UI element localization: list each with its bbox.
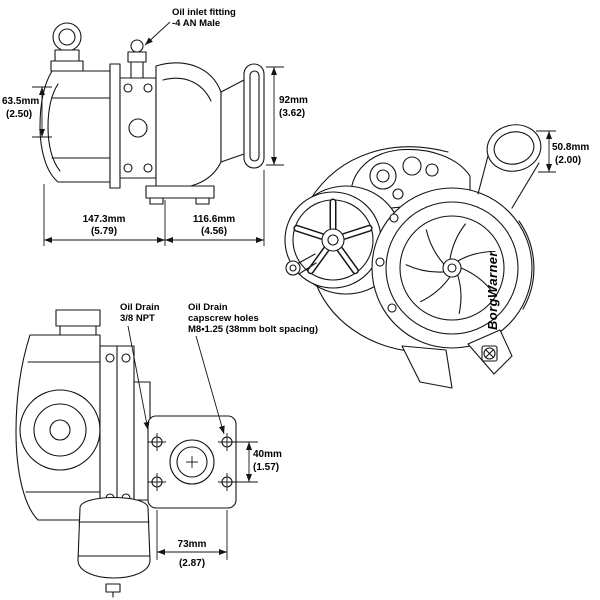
- oil-inlet-label-line1: Oil inlet fitting: [172, 7, 236, 18]
- dim-bolt-horizontal: 73mm (2.87): [156, 510, 228, 569]
- compressor-port: [50, 22, 84, 72]
- bearing-cartridge: [350, 148, 471, 213]
- capscrew-leader-line: [195, 335, 225, 435]
- housing-outline-top: [309, 146, 449, 201]
- oil-drain-leader-line: [127, 325, 150, 431]
- capscrew-hole-top-left: [148, 433, 166, 451]
- compressor-outlet: [477, 124, 542, 209]
- shaft-fitting: [285, 253, 317, 276]
- oil-drain-flange: [147, 415, 237, 509]
- dim-outlet-in: (2.00): [555, 155, 581, 166]
- center-housing: [119, 77, 157, 179]
- dim-inlet-height-in: (2.50): [6, 109, 32, 120]
- mounting-foot: [145, 185, 215, 205]
- capscrew-label-line2: capscrew holes: [188, 313, 259, 324]
- dim-turbine-flange-mm: 92mm: [279, 95, 308, 106]
- capscrew-hole-top-right: [218, 433, 236, 451]
- compressor-housing-rear: [15, 334, 101, 521]
- oil-drain-label-line1: Oil Drain: [120, 302, 160, 313]
- oil-inlet-leader-line: [144, 21, 171, 46]
- dim-length-left-in: (5.79): [91, 226, 117, 237]
- oil-inlet-fitting: [127, 39, 147, 79]
- rear-view: Oil Drain 3/8 NPT Oil Drain capscrew hol…: [15, 302, 318, 598]
- turbine-housing: [155, 62, 245, 189]
- compressor-wheel: [405, 223, 496, 314]
- capscrew-label-line1: Oil Drain: [188, 302, 228, 313]
- dim-bolt-vertical-in: (1.57): [253, 462, 279, 473]
- dim-length: 147.3mm (5.79) 116.6mm (4.56): [43, 170, 265, 246]
- dim-inlet-height: 63.5mm (2.50): [2, 86, 52, 138]
- dim-bolt-horizontal-in: (2.87): [179, 558, 205, 569]
- dim-length-right-in: (4.56): [201, 226, 227, 237]
- wheel-spokes: [293, 198, 373, 275]
- capscrew-hole-bottom-right: [218, 473, 236, 491]
- dim-turbine-flange: 92mm (3.62): [266, 66, 308, 166]
- vband-outlet-flange: [243, 63, 265, 169]
- brand-text: BorgWarner: [485, 251, 500, 330]
- dim-outlet-mm: 50.8mm: [552, 142, 589, 153]
- dim-length-right-mm: 116.6mm: [193, 214, 235, 225]
- dim-turbine-flange-in: (3.62): [279, 108, 305, 119]
- dim-length-left-mm: 147.3mm: [83, 214, 126, 225]
- backplate: [109, 63, 121, 189]
- borgwarner-logo-icon: [481, 345, 498, 362]
- dim-inlet-height-mm: 63.5mm: [2, 96, 39, 107]
- side-view: Oil inlet fitting -4 AN Male 63.5mm (2.5…: [2, 7, 308, 246]
- capscrew-label-line3: M8•1.25 (38mm bolt spacing): [188, 324, 318, 335]
- perspective-view: BorgWarner 50.8mm (2.00): [284, 124, 589, 389]
- oil-inlet-label-line2: -4 AN Male: [172, 18, 220, 29]
- dim-bolt-horizontal-mm: 73mm: [178, 539, 207, 550]
- dim-outlet: 50.8mm (2.00): [536, 130, 589, 173]
- wastegate-actuator: [77, 496, 151, 598]
- dim-bolt-vertical: 40mm (1.57): [234, 441, 282, 483]
- inlet-stub: [55, 309, 101, 336]
- oil-drain-label-line2: 3/8 NPT: [120, 313, 155, 324]
- compressor-housing: [39, 70, 111, 183]
- oil-drain-bore: [169, 439, 215, 485]
- capscrew-hole-bottom-left: [148, 473, 166, 491]
- dim-bolt-vertical-mm: 40mm: [253, 449, 282, 460]
- center-housing-rear: [99, 345, 135, 511]
